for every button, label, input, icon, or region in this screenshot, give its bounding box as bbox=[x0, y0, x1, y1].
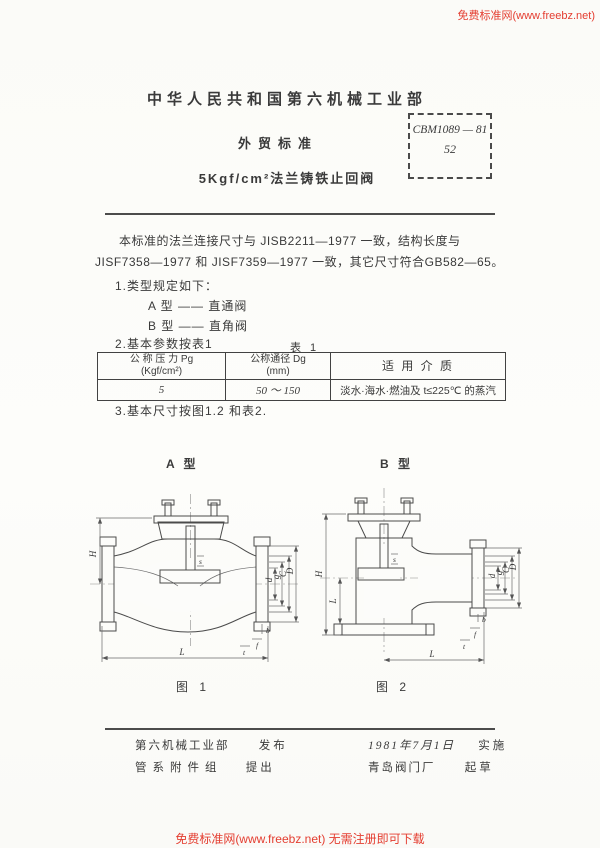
fig2-bolt-right bbox=[403, 500, 411, 515]
table-caption: 表 1 bbox=[290, 342, 320, 354]
fig1-dim-label-H: H bbox=[88, 550, 98, 558]
fig1-dim-label-L: L bbox=[178, 647, 184, 657]
fig2-outlet-bore bbox=[418, 566, 472, 590]
watermark-top-right: 免费标准网(www.freebz.net) bbox=[457, 10, 595, 22]
footer-issuer-org: 第六机械工业部 bbox=[135, 740, 230, 752]
ministry-title: 中华人民共和国第六机械工业部 bbox=[146, 91, 427, 108]
fig1-bolt-right bbox=[210, 502, 218, 517]
fig2-dim-label-D: D bbox=[508, 563, 518, 571]
fig2-right-flange-tab-top bbox=[469, 539, 487, 549]
type-a-line: A 型 —— 直通阀 bbox=[148, 299, 248, 313]
footer-issuer: 第六机械工业部 发布 bbox=[135, 737, 288, 753]
clause-2: 2.基本参数按表1 bbox=[115, 337, 213, 351]
fig2-dim-label-C: C bbox=[501, 566, 511, 573]
figure-2-type-label: B 型 bbox=[380, 457, 414, 471]
fig1-dim-label-D: D bbox=[285, 567, 295, 575]
fig1-bonnet bbox=[157, 521, 225, 540]
figure-2-caption: 图 2 bbox=[376, 680, 411, 694]
fig2-dim-label-L-horizontal: L bbox=[428, 649, 434, 659]
clause-1: 1.类型规定如下： bbox=[115, 279, 219, 293]
header-pressure-line1: 公 称 压 力 Pg bbox=[129, 354, 194, 365]
table-header-row: 公 称 压 力 Pg (Kgf/cm²) 公称通径 Dg (mm) 适 用 介 … bbox=[97, 352, 506, 380]
fig1-left-flange-tab-top bbox=[99, 536, 117, 547]
fig2-dim-label-t: t bbox=[463, 642, 466, 651]
document-title: 5Kgf/cm²法兰铸铁止回阀 bbox=[198, 171, 376, 186]
footer-issuer-action: 发布 bbox=[258, 740, 288, 752]
footer-proposer-action: 提出 bbox=[245, 762, 275, 774]
fig2-cover-plate bbox=[347, 513, 421, 522]
header-media: 适 用 介 质 bbox=[330, 352, 506, 380]
fig1-dim-label-g: g bbox=[271, 574, 281, 579]
fig2-dim-label-L-vertical: L bbox=[328, 598, 338, 604]
footer-date-action: 实施 bbox=[478, 740, 508, 752]
header-pressure: 公 称 压 力 Pg (Kgf/cm²) bbox=[97, 352, 226, 380]
header-diameter-line2: (mm) bbox=[266, 366, 290, 377]
fig2-bolt-left-head bbox=[354, 497, 368, 504]
standard-page-number: 52 bbox=[444, 142, 456, 156]
fig1-left-flange-tab-bottom bbox=[99, 621, 117, 632]
footer-rule bbox=[105, 728, 495, 730]
fig2-bolt-right-head bbox=[400, 497, 414, 504]
fig2-dim-label-H: H bbox=[314, 570, 324, 578]
figure-1-caption: 图 1 bbox=[176, 680, 211, 694]
fig1-bore bbox=[129, 560, 241, 612]
fig1-cover-plate bbox=[153, 515, 229, 524]
cell-pressure: 5 bbox=[97, 379, 226, 401]
cell-diameter: 50 ～ 150 bbox=[225, 379, 331, 401]
footer-date: 1981年7月1日 bbox=[368, 740, 455, 752]
fig2-dim-label-b: b bbox=[482, 615, 486, 624]
footer-drafter-action: 起草 bbox=[464, 762, 494, 774]
standard-code: CBM1089 — 81 bbox=[412, 124, 488, 136]
fig2-dim-label-f: f bbox=[474, 630, 477, 639]
fig1-dim-label-f: f bbox=[256, 641, 259, 650]
footer-proposer: 管系附件组 提出 bbox=[135, 759, 275, 775]
fig2-bottom-flange-tab-left bbox=[333, 623, 343, 636]
clause-3: 3.基本尺寸按图1.2 和表2. bbox=[115, 404, 268, 418]
figure-1-valve-drawing: H L d g C D b f t s bbox=[88, 494, 300, 662]
fig2-dim-label-d: d bbox=[487, 573, 497, 578]
fig1-bolt-left-head bbox=[161, 499, 175, 506]
fig1-inlet-bore bbox=[114, 567, 146, 601]
standard-type: 外贸标准 bbox=[237, 136, 318, 151]
type-b-line: B 型 —— 直角阀 bbox=[148, 319, 249, 333]
intro-paragraph: 本标准的法兰连接尺寸与 JISB2211—1977 一致，结构长度与 JISF7… bbox=[95, 234, 504, 269]
fig1-bolt-left bbox=[164, 502, 172, 517]
fig1-right-flange-tab-top bbox=[253, 536, 271, 547]
fig2-vertical-bore bbox=[364, 544, 400, 618]
fig1-bolt-right-head bbox=[207, 499, 221, 506]
footer-effective-date: 1981年7月1日 实施 bbox=[368, 737, 507, 753]
fig1-dim-label-s: s bbox=[199, 557, 202, 566]
fig1-dim-label-b: b bbox=[266, 626, 270, 635]
header-diameter-line1: 公称通径 Dg bbox=[250, 354, 306, 365]
fig1-dim-label-t: t bbox=[243, 648, 246, 657]
fig1-valve-stem bbox=[185, 525, 196, 571]
header-diameter: 公称通径 Dg (mm) bbox=[225, 352, 331, 380]
fig1-outlet-bore bbox=[224, 567, 256, 601]
figure-2-valve-drawing: H L L d g C D b f t s bbox=[314, 488, 522, 664]
header-rule bbox=[105, 213, 495, 215]
figure-1-type-label: A 型 bbox=[166, 457, 199, 471]
footer-drafter: 青岛阀门厂 起草 bbox=[368, 759, 494, 775]
fig2-bottom-flange-tab-right bbox=[425, 623, 435, 636]
standard-code-box: CBM1089 — 81 52 bbox=[408, 113, 492, 179]
cell-media: 淡水·海水·燃油及 t≤225℃ 的蒸汽 bbox=[330, 379, 506, 401]
watermark-bottom: 免费标准网(www.freebz.net) 无需注册即可下载 bbox=[175, 832, 425, 846]
fig1-dim-label-C: C bbox=[278, 570, 288, 577]
fig2-dim-label-s: s bbox=[393, 555, 396, 564]
fig2-dim-label-g: g bbox=[494, 570, 504, 575]
fig2-bolt-left bbox=[357, 500, 365, 515]
footer-proposer-org: 管系附件组 bbox=[135, 762, 223, 774]
table-row: 5 50 ～ 150 淡水·海水·燃油及 t≤225℃ 的蒸汽 bbox=[97, 379, 506, 401]
parameters-table: 公 称 压 力 Pg (Kgf/cm²) 公称通径 Dg (mm) 适 用 介 … bbox=[97, 352, 506, 401]
header-pressure-line2: (Kgf/cm²) bbox=[140, 366, 183, 377]
fig1-dim-label-d: d bbox=[264, 577, 274, 582]
fig2-valve-stem bbox=[379, 523, 389, 569]
footer-drafter-org: 青岛阀门厂 bbox=[368, 762, 436, 774]
